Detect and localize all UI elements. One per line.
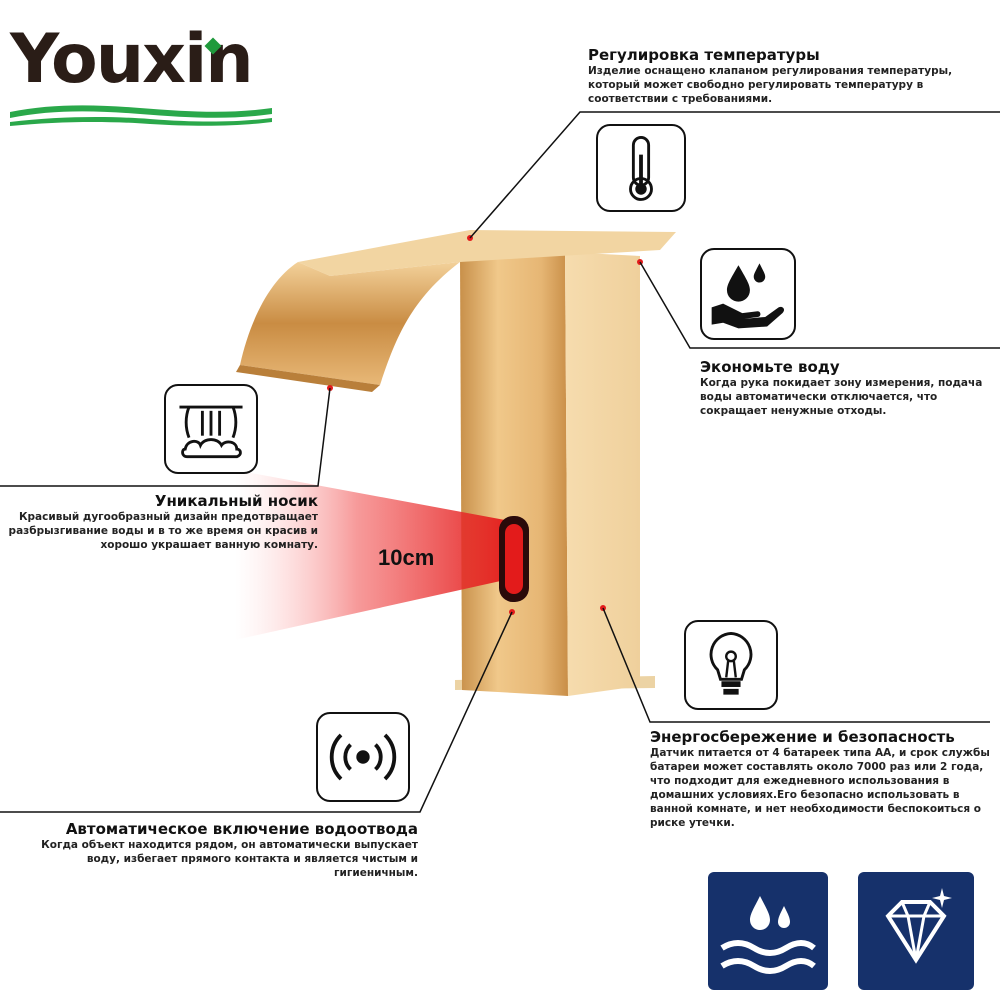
feature-line: хорошо украшает ванную комнату. — [100, 539, 318, 551]
feature-title: Уникальный носик — [154, 492, 318, 510]
feature-line: воды автоматически отключается, что — [700, 391, 938, 403]
feature-description: Датчик питается от 4 батареек типа AA, и… — [650, 746, 995, 830]
feature-temperature: Регулировка температуры Изделие оснащено… — [588, 46, 988, 106]
feature-line: Красивый дугообразный дизайн предотвраща… — [18, 511, 318, 523]
water-drop-hand-icon — [700, 248, 796, 340]
feature-line: Когда объект находится рядом, он автомат… — [41, 839, 418, 851]
feature-line: ванной комнате, и нет необходимости бесп… — [650, 803, 981, 815]
feature-line: Датчик питается от 4 батареек типа AA, и… — [650, 747, 990, 759]
thermometer-icon — [596, 124, 686, 212]
light-bulb-icon — [684, 620, 778, 710]
feature-line: разбрызгивание воды и в то же время он к… — [8, 525, 318, 537]
feature-line: сокращает ненужные отходы. — [700, 405, 887, 417]
feature-line: воду, избегает прямого контакта и являет… — [86, 853, 418, 865]
feature-title: Регулировка температуры — [588, 46, 820, 64]
water-drops-waves-icon — [708, 872, 828, 990]
feature-line: соответствии с требованиями. — [588, 93, 773, 105]
feature-line: риске утечки. — [650, 817, 735, 829]
feature-description: Красивый дугообразный дизайн предотвраща… — [0, 510, 318, 552]
feature-line: что подходит для ежедневного использован… — [650, 775, 950, 787]
brand-logo: Youxin — [10, 18, 272, 128]
feature-title: Автоматическое включение водоотвода — [65, 820, 418, 838]
feature-line: гигиеничным. — [334, 867, 418, 879]
faucet-body — [460, 252, 568, 696]
waterfall-spout-icon — [164, 384, 258, 474]
feature-spout: Уникальный носик Красивый дугообразный д… — [0, 492, 318, 552]
feature-line: который может свободно регулировать темп… — [588, 79, 924, 91]
feature-description: Когда объект находится рядом, он автомат… — [0, 838, 418, 880]
sensor-distance-label: 10cm — [378, 545, 435, 570]
feature-line: Когда рука покидает зону измерения, пода… — [700, 377, 983, 389]
feature-title: Экономьте воду — [700, 358, 840, 376]
feature-description: Когда рука покидает зону измерения, пода… — [700, 376, 990, 418]
feature-auto: Автоматическое включение водоотвода Когд… — [0, 820, 418, 880]
diamond-icon — [858, 872, 974, 990]
faucet-spout — [240, 262, 460, 385]
feature-description: Изделие оснащено клапаном регулирования … — [588, 64, 988, 106]
sensor-wave-icon — [316, 712, 410, 802]
logo-wave-icon — [10, 105, 272, 126]
feature-line: Изделие оснащено клапаном регулирования … — [588, 65, 953, 77]
feature-line: батареи может составлять около 7000 раз … — [650, 761, 984, 773]
logo-text: Youxin — [10, 20, 254, 99]
sensor-beam — [235, 470, 505, 640]
feature-title: Энергосбережение и безопасность — [650, 728, 955, 746]
feature-line: домашних условиях.Его безопасно использо… — [650, 789, 960, 801]
feature-save-water: Экономьте воду Когда рука покидает зону … — [700, 358, 990, 418]
feature-energy: Энергосбережение и безопасность Датчик п… — [650, 728, 995, 830]
